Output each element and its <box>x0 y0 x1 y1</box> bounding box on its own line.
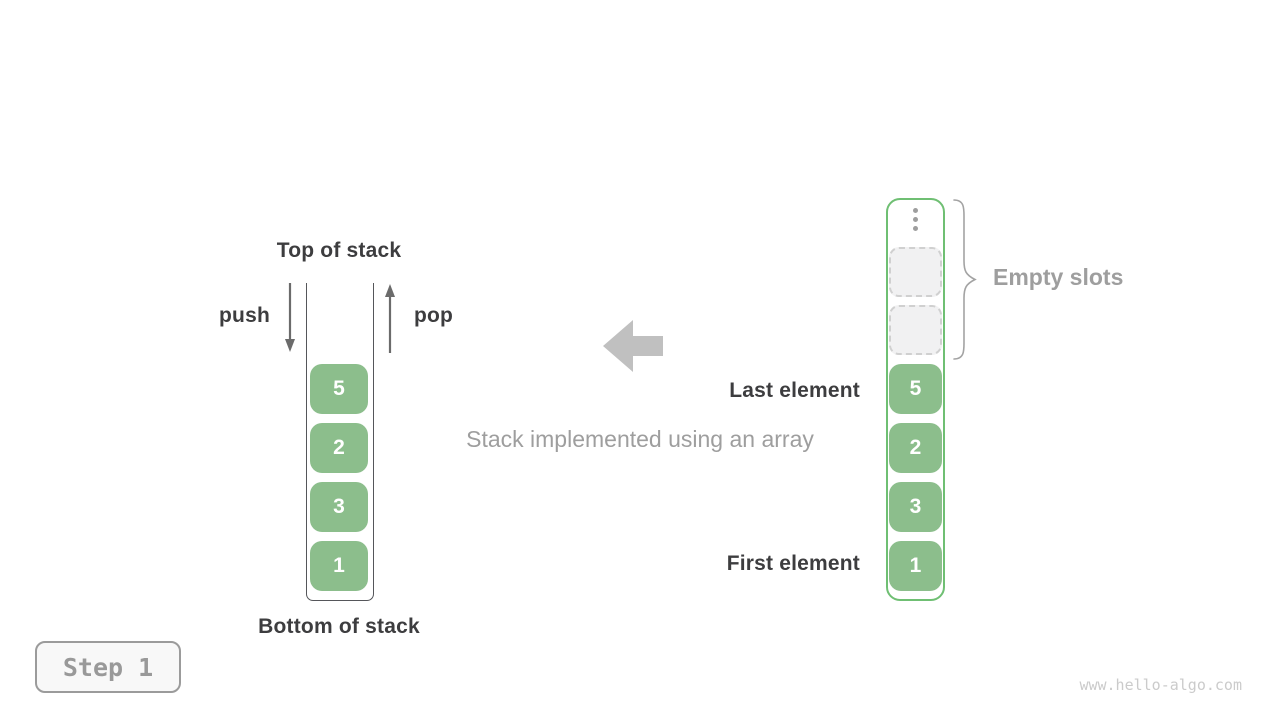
stack-cell: 5 <box>310 364 368 414</box>
array-cell: 1 <box>889 541 942 591</box>
array-cell: 2 <box>889 423 942 473</box>
block-arrow-left-icon <box>603 320 663 377</box>
first-element-label: First element <box>726 552 860 575</box>
push-arrow-down-icon <box>284 283 296 358</box>
pop-arrow-up-icon <box>384 283 396 358</box>
stack-cell: 2 <box>310 423 368 473</box>
watermark: www.hello-algo.com <box>1079 676 1242 694</box>
empty-slots-label: Empty slots <box>993 264 1124 290</box>
array-cell: 3 <box>889 482 942 532</box>
stack-cells: 5 2 3 1 <box>310 364 368 591</box>
bottom-of-stack-label: Bottom of stack <box>258 615 420 638</box>
empty-slot <box>889 305 942 355</box>
step-badge: Step 1 <box>35 641 181 693</box>
last-element-label: Last element <box>729 379 860 402</box>
stack-container <box>306 283 374 601</box>
empty-slot <box>889 247 942 297</box>
push-label: push <box>219 304 270 327</box>
stack-cell: 1 <box>310 541 368 591</box>
array-cells: 5 2 3 1 <box>889 364 942 591</box>
empty-slots <box>889 247 942 355</box>
top-of-stack-label: Top of stack <box>276 239 402 262</box>
pop-label: pop <box>414 304 454 327</box>
figure-caption: Stack implemented using an array <box>466 426 814 452</box>
curly-brace-right-icon <box>951 199 979 366</box>
vertical-ellipsis-icon <box>913 208 918 231</box>
stack-cell: 3 <box>310 482 368 532</box>
array-cell: 5 <box>889 364 942 414</box>
